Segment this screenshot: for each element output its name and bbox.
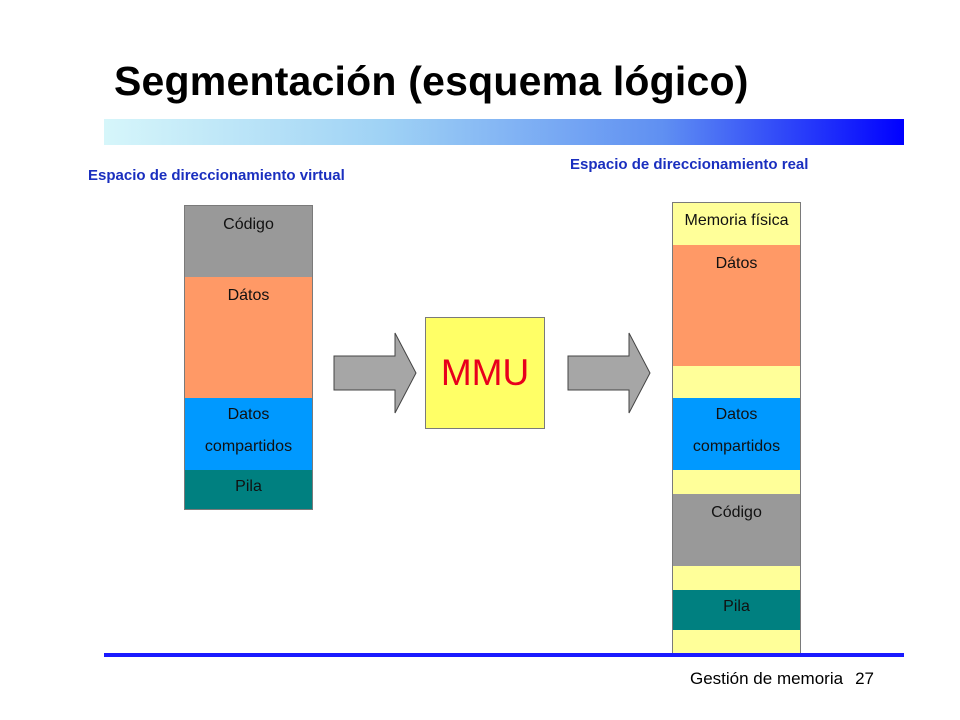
mmu-label: MMU (440, 352, 530, 393)
real-segment-compartidos: Datos compartidos (672, 398, 801, 470)
virtual-segment-pila: Pila (184, 470, 313, 510)
real-space-label: Espacio de direccionamiento real (570, 156, 809, 173)
title-gradient-bar (104, 119, 904, 145)
virtual-space-label: Espacio de direccionamiento virtual (88, 167, 345, 184)
free-memory-block (672, 366, 801, 398)
real-segment-pila-label: Pila (723, 598, 750, 615)
real-segment-datos-label: Dátos (715, 255, 758, 272)
virtual-segment-compartidos: Datos compartidos (184, 398, 313, 470)
page-number: 27 (855, 669, 874, 688)
arrow-right-icon (333, 332, 417, 414)
virtual-segment-codigo-label: Código (223, 216, 274, 233)
virtual-segment-datos-label: Dátos (227, 287, 270, 304)
free-memory-block (672, 470, 801, 494)
free-memory-block (672, 566, 801, 590)
virtual-segment-datos: Dátos (184, 277, 313, 398)
virtual-segment-compartidos-label-2: compartidos (204, 438, 293, 455)
real-segment-pila: Pila (672, 590, 801, 630)
real-segment-compartidos-label-2: compartidos (692, 438, 781, 455)
free-memory-block (672, 630, 801, 655)
real-segment-codigo: Código (672, 494, 801, 566)
physical-memory-header: Memoria física (672, 202, 801, 245)
real-segment-compartidos-label-1: Datos (715, 406, 758, 423)
slide-title: Segmentación (esquema lógico) (114, 58, 749, 104)
virtual-segment-compartidos-label-1: Datos (227, 406, 270, 423)
real-segment-datos: Dátos (672, 245, 801, 366)
footer-section-title: Gestión de memoria (690, 669, 844, 688)
mmu-box: MMU (425, 317, 545, 429)
physical-memory-label: Memoria física (684, 212, 789, 229)
virtual-segment-pila-label: Pila (235, 478, 262, 495)
arrow-right-icon (567, 332, 651, 414)
real-segment-codigo-label: Código (711, 504, 762, 521)
footer: Gestión de memoria 27 (690, 669, 874, 689)
virtual-segment-codigo: Código (184, 205, 313, 277)
footer-divider (104, 653, 904, 657)
